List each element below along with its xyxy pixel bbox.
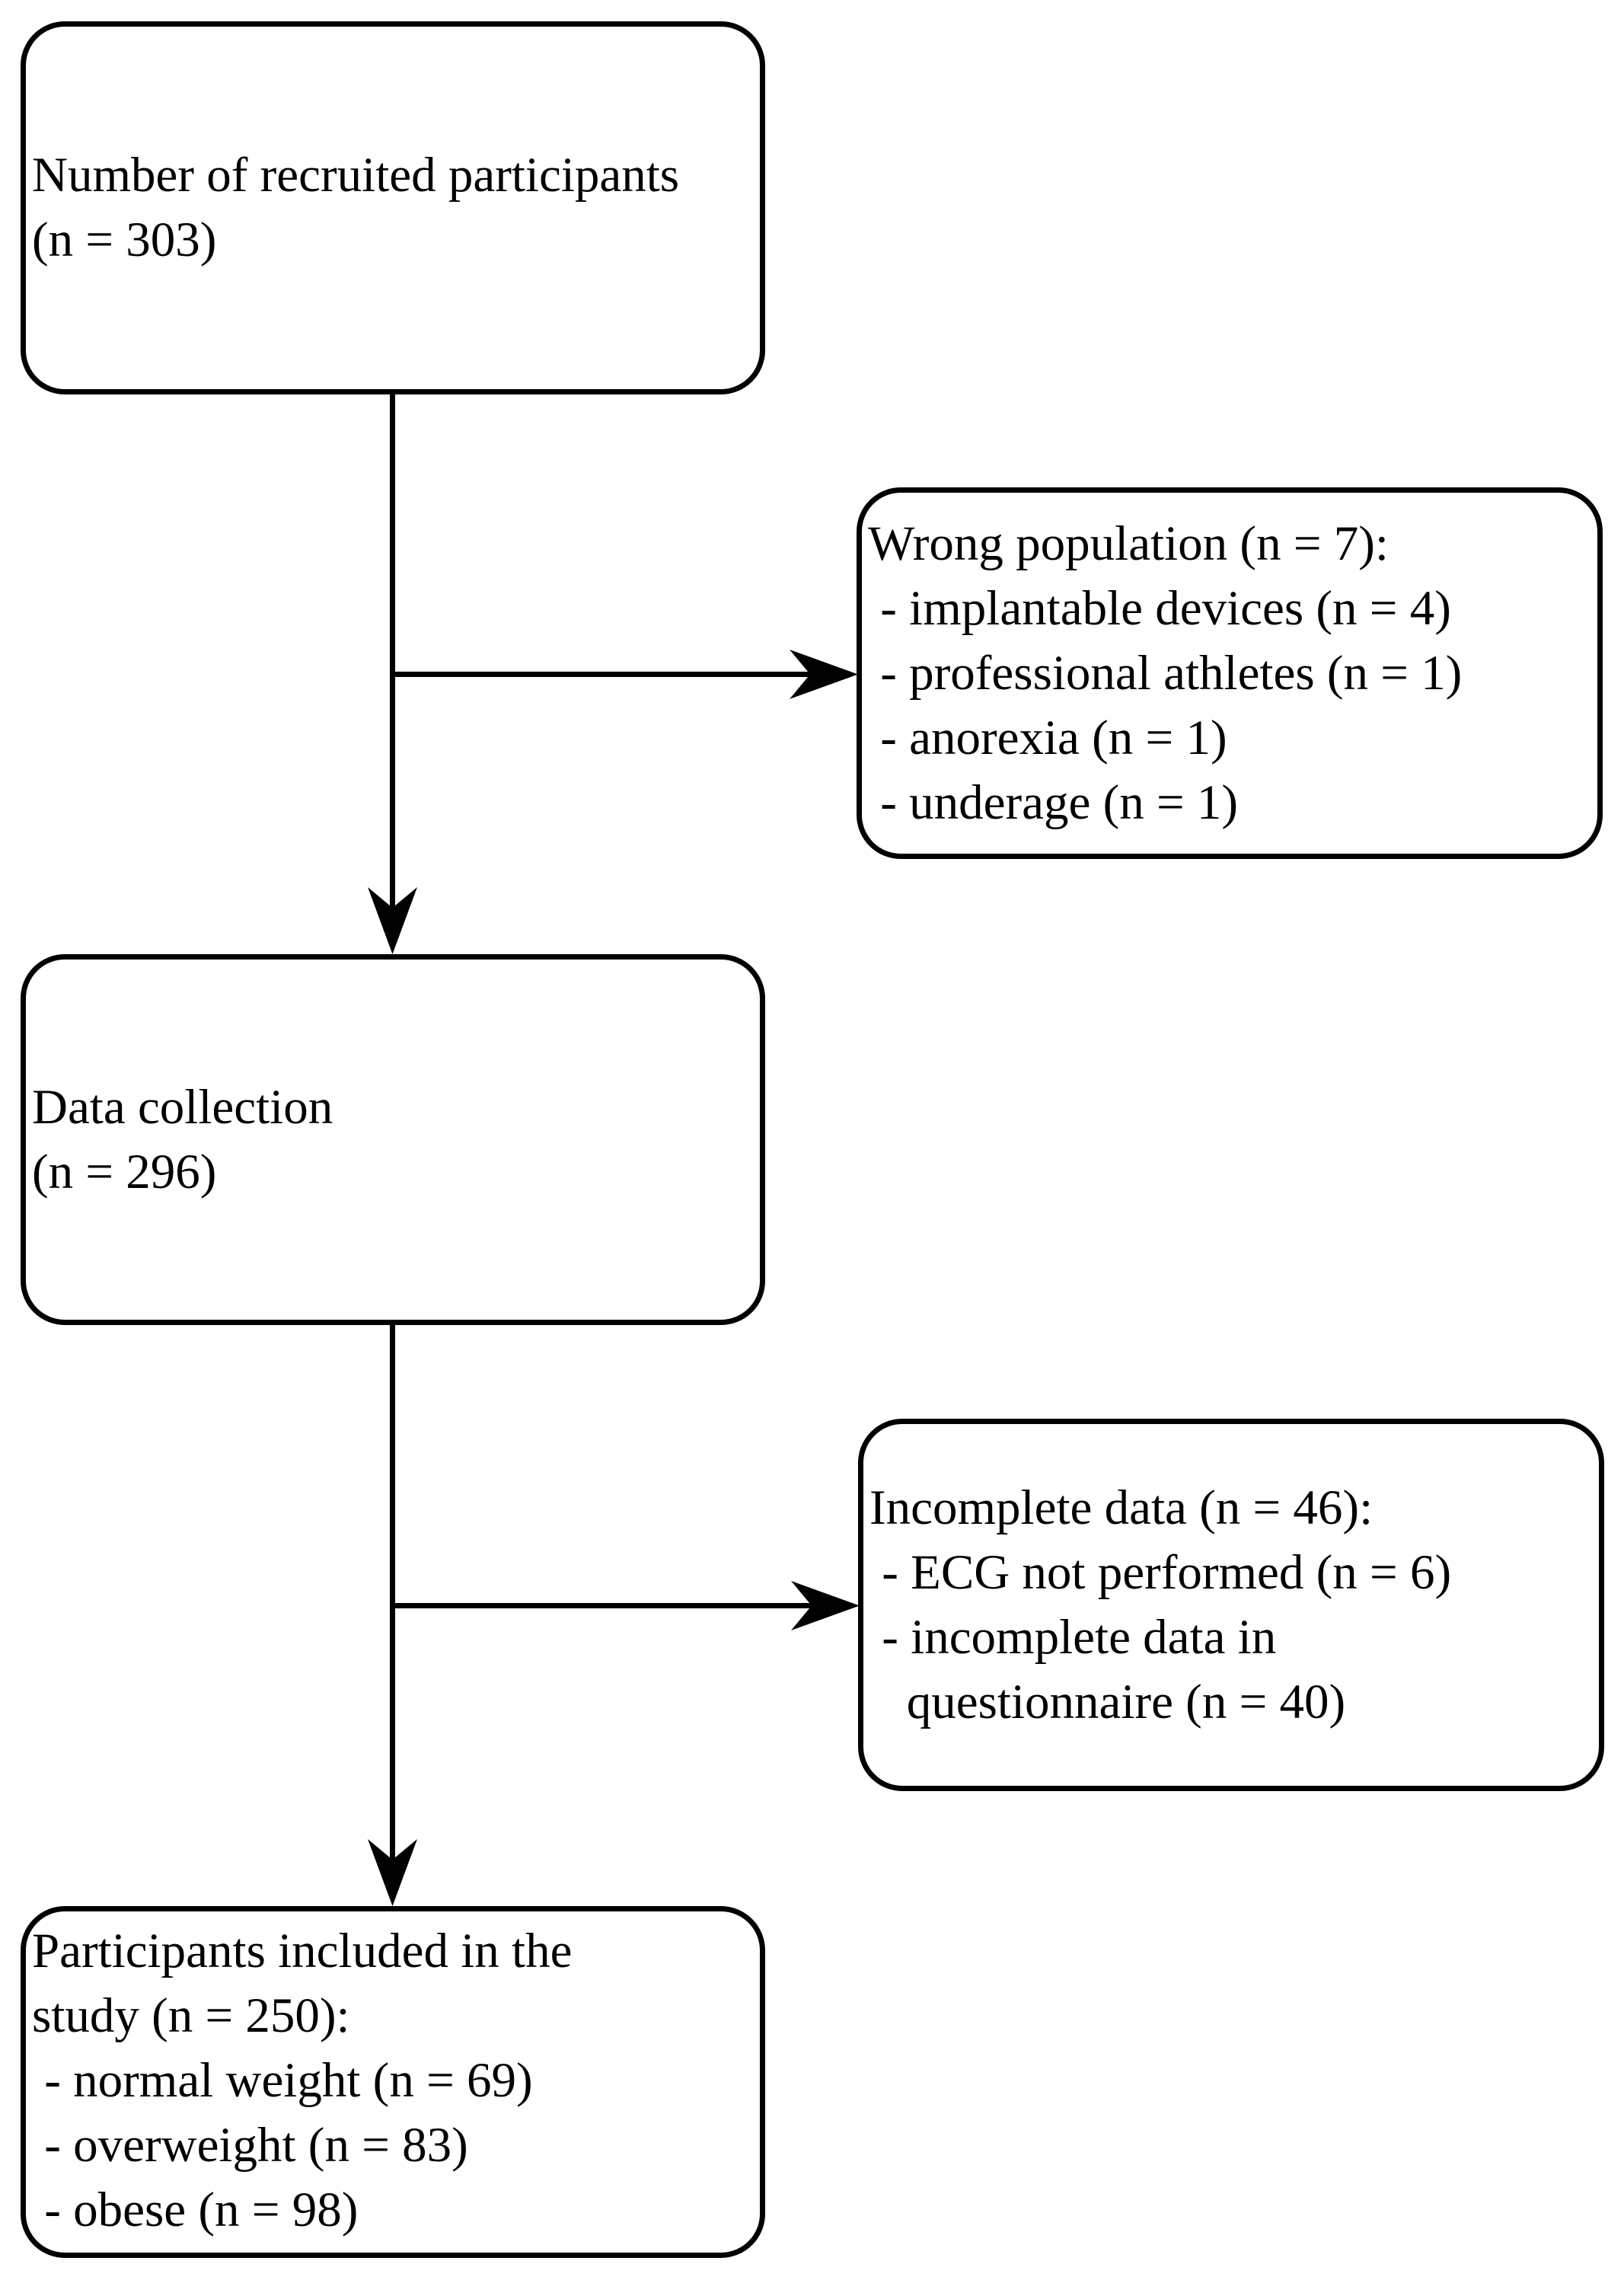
flow-box-data-collection: Data collection (n = 296) — [21, 954, 765, 1325]
box-text-line: Number of recruited participants — [32, 148, 680, 203]
box-text-line: Data collection — [32, 1079, 333, 1135]
box-text-line: - underage (n = 1) — [868, 774, 1239, 830]
box-text-line: - anorexia (n = 1) — [868, 710, 1227, 765]
arrow-right-icon — [791, 1581, 860, 1630]
box-text-line: - implantable devices (n = 4) — [868, 580, 1451, 636]
box-text-line: Wrong population (n = 7): — [868, 516, 1389, 571]
arrow-right-icon — [790, 650, 858, 699]
box-text-line: - ECG not performed (n = 6) — [869, 1544, 1452, 1600]
arrow-down-icon — [368, 1839, 417, 1906]
box-text-line: - overweight (n = 83) — [32, 2118, 468, 2173]
flow-box-participants-included: Participants included in the study (n = … — [21, 1906, 765, 2258]
flow-box-recruited-participants: Number of recruited participants (n = 30… — [21, 21, 765, 394]
flow-box-incomplete-data: Incomplete data (n = 46): - ECG not perf… — [858, 1419, 1604, 1791]
box-text-line: study (n = 250): — [32, 1988, 350, 2043]
box-text-line: Incomplete data (n = 46): — [869, 1480, 1374, 1535]
box-text-line: - professional athletes (n = 1) — [868, 645, 1463, 701]
box-text-line: Participants included in the — [32, 1924, 573, 1978]
flow-box-wrong-population: Wrong population (n = 7): - implantable … — [857, 487, 1603, 859]
box-text-line: - obese (n = 98) — [32, 2183, 359, 2237]
box-text-line: (n = 296) — [32, 1144, 217, 1199]
box-text-line: - incomplete data in — [869, 1609, 1277, 1665]
box-text-line: - normal weight (n = 69) — [32, 2053, 533, 2108]
box-text-line: (n = 303) — [32, 212, 217, 267]
arrow-down-icon — [368, 887, 417, 954]
box-text-line: questionnaire (n = 40) — [869, 1674, 1346, 1729]
